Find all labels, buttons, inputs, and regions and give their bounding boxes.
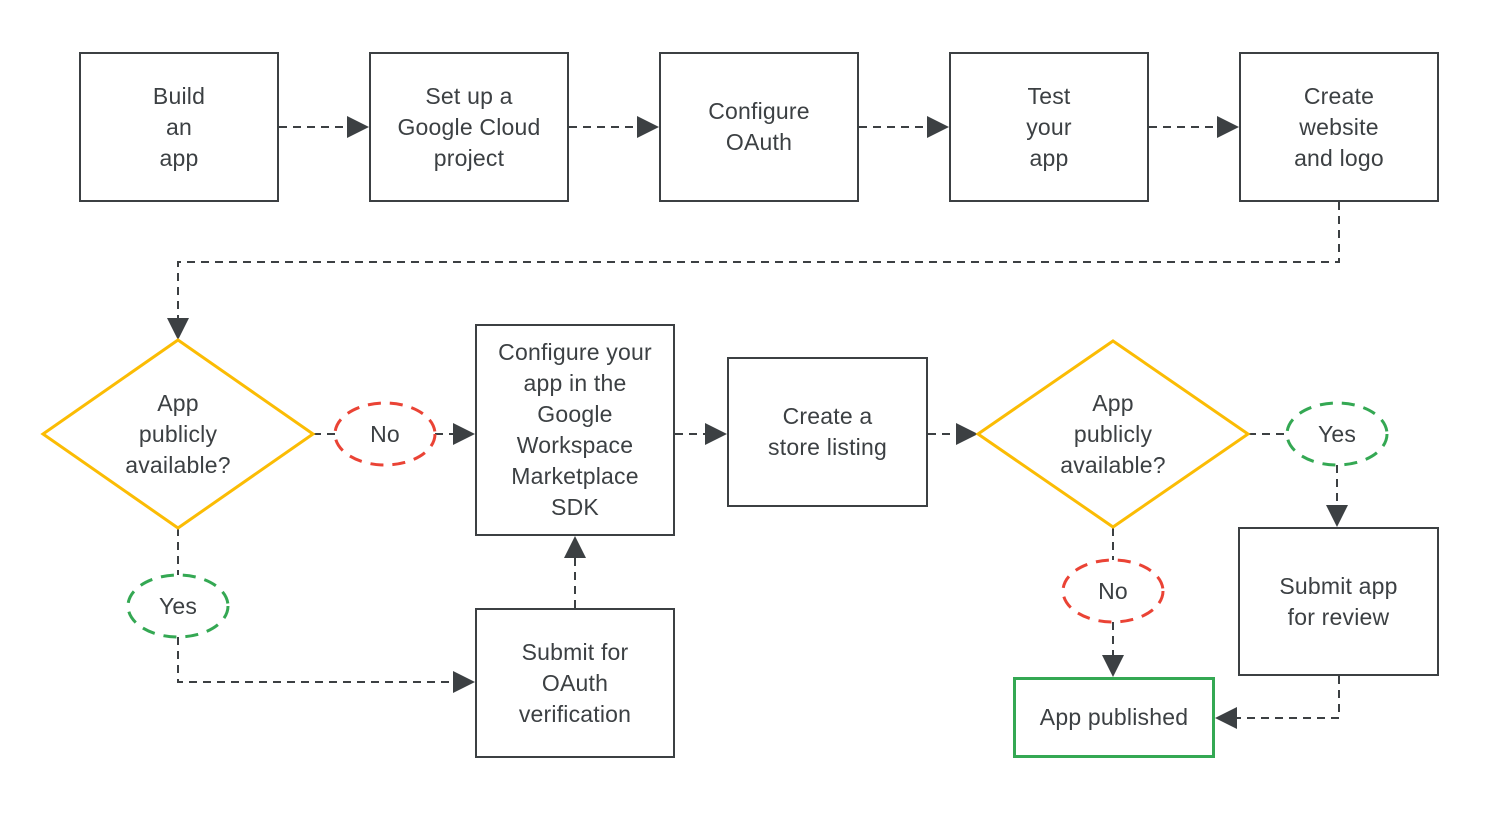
node-build-an-app-label: Build an app [152, 82, 206, 171]
node-test-your-app-label: Test your app [1026, 82, 1072, 171]
arrowhead-down-into-app-published [1102, 655, 1124, 677]
arrowhead-up-into-configure-sdk [564, 536, 586, 558]
node-configure-oauth: Configure OAuth [659, 52, 859, 202]
arrowhead-build-to-setup [347, 116, 369, 138]
node-submit-for-oauth-verification-label: Submit for OAuth verification [518, 638, 632, 727]
decision1-diamond [40, 338, 316, 530]
node-create-store-listing-label: Create a store listing [768, 403, 887, 460]
arrowhead-into-submit-review [1326, 505, 1348, 527]
no2-oval [1061, 558, 1165, 624]
arrowhead-into-configure-sdk [453, 423, 475, 445]
arrowhead-into-decision1 [167, 318, 189, 340]
node-app-published-label: App published [1039, 704, 1189, 730]
node-configure-sdk-label: Configure your app in the Google Workspa… [498, 339, 652, 520]
connector-submit-review-to-app-published [1237, 676, 1340, 719]
node-submit-app-for-review: Submit app for review [1238, 527, 1439, 676]
yes2-oval [1285, 401, 1389, 467]
node-setup-google-cloud-project: Set up a Google Cloud project [369, 52, 569, 202]
arrowhead-into-submit-oauth [453, 671, 475, 693]
arrowhead-into-decision2 [956, 423, 978, 445]
node-test-your-app: Test your app [949, 52, 1149, 202]
arrowhead-test-to-website [1217, 116, 1239, 138]
node-create-website-and-logo-label: Create website and logo [1294, 82, 1384, 171]
yes1-oval [126, 573, 230, 639]
connector-yes-to-submit-oauth [177, 637, 453, 683]
node-configure-oauth-label: Configure OAuth [708, 98, 810, 155]
node-submit-for-oauth-verification: Submit for OAuth verification [475, 608, 675, 758]
node-setup-google-cloud-project-label: Set up a Google Cloud project [397, 82, 541, 171]
no1-oval [333, 401, 437, 467]
node-app-published: App published [1013, 677, 1215, 758]
node-build-an-app: Build an app [79, 52, 279, 202]
arrowhead-into-store [705, 423, 727, 445]
node-submit-app-for-review-label: Submit app for review [1279, 572, 1398, 630]
arrowhead-oauth-to-test [927, 116, 949, 138]
node-create-website-and-logo: Create website and logo [1239, 52, 1439, 202]
arrowhead-setup-to-oauth [637, 116, 659, 138]
node-create-store-listing: Create a store listing [727, 357, 928, 507]
decision2-diamond [975, 339, 1251, 529]
connector-website-to-decision1 [177, 202, 1340, 319]
node-configure-sdk: Configure your app in the Google Workspa… [475, 324, 675, 536]
arrowhead-left-into-app-published [1215, 707, 1237, 729]
